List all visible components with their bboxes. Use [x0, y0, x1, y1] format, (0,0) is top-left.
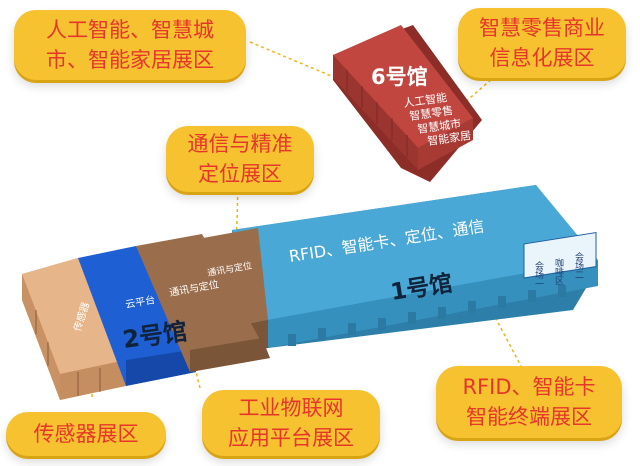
meeting-room-1: 会场一	[533, 260, 544, 288]
callout-rfid-line1: RFID、智能卡	[462, 375, 596, 399]
callout-retail-line2: 信息化展区	[489, 46, 595, 70]
callout-iot-platform: 工业物联网 应用平台展区	[202, 390, 380, 456]
callout-rfid-terminal: RFID、智能卡 智能终端展区	[436, 366, 622, 438]
hall-6-zone-4: 智能家居	[426, 128, 472, 148]
callout-ai-line1: 人工智能、智慧城	[46, 18, 214, 42]
callout-comm-line2: 定位展区	[198, 162, 282, 186]
leader-rfid	[485, 299, 523, 369]
hall-6-zones: 人工智能 智慧零售 智慧城市 智能家居	[402, 90, 472, 148]
callout-ai-smart-city: 人工智能、智慧城 市、智能家居展区	[14, 10, 246, 80]
callout-rfid-line2: 智能终端展区	[466, 405, 592, 429]
hall-6-zone-1: 人工智能	[402, 90, 448, 110]
meeting-room-2: 会场二	[573, 251, 584, 279]
lounge-area: 咖啡区	[553, 257, 564, 285]
callout-retail-line1: 智慧零售商业	[479, 16, 605, 40]
callout-ai-line2: 市、智能家居展区	[46, 48, 214, 72]
hall-6-zone-2: 智慧零售	[408, 103, 454, 123]
hall-2-ridges	[35, 310, 101, 396]
callout-comm-line1: 通信与精准	[187, 132, 293, 156]
callout-iot-line2: 应用平台展区	[228, 426, 354, 450]
hall-6-ridges	[346, 70, 408, 157]
hall-1[interactable]	[203, 185, 598, 354]
callout-smart-retail: 智慧零售商业 信息化展区	[458, 8, 626, 78]
callout-iot-line1: 工业物联网	[238, 396, 344, 420]
hall-6[interactable]	[333, 25, 482, 182]
callout-sensor: 传感器展区	[6, 412, 166, 456]
meeting-rooms[interactable]	[523, 232, 597, 279]
hall-1-ridges	[288, 285, 566, 346]
hall-2[interactable]	[22, 234, 270, 400]
hall-6-name: 6号馆	[371, 65, 428, 89]
callout-comm-positioning: 通信与精准 定位展区	[166, 126, 314, 192]
hall-6-zone-3: 智慧城市	[416, 116, 462, 136]
callout-sensor-line1: 传感器展区	[33, 422, 139, 446]
